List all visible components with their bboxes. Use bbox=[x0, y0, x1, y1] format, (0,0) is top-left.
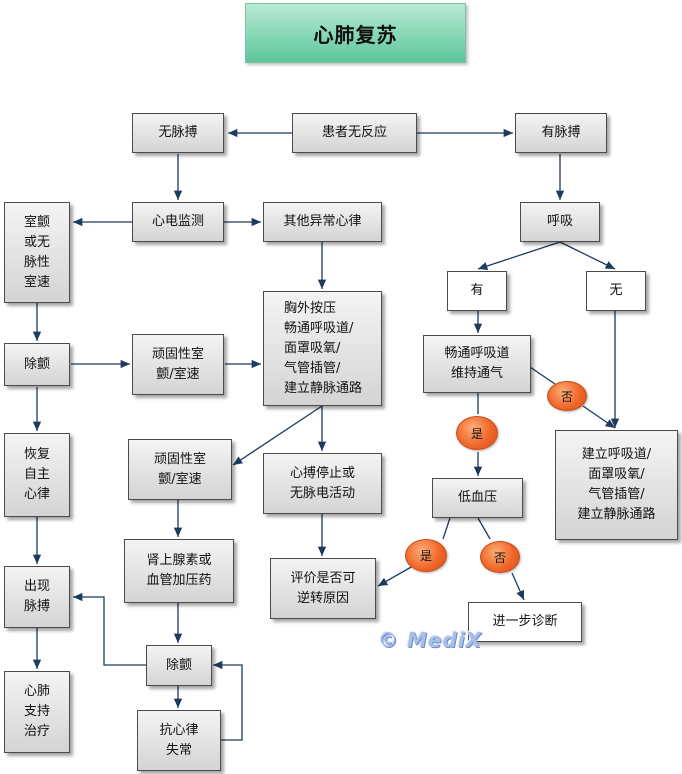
node-hypotension: 低血压 bbox=[432, 478, 523, 518]
node-breathing-no: 无 bbox=[586, 271, 646, 311]
node-cpr-bundle: 胸外按压 畅通呼吸道/ 面罩吸氧/ 气管插管/ 建立静脉通路 bbox=[263, 291, 382, 406]
edge-defib2-to-pulse bbox=[73, 592, 146, 666]
node-other-arrhythmia: 其他异常心律 bbox=[263, 202, 382, 242]
decision-hypotension-yes: 是 bbox=[405, 539, 447, 572]
edge-cpr-to-refractory2 bbox=[232, 405, 323, 466]
node-no-pulse: 无脉搏 bbox=[132, 113, 224, 153]
node-cardiopulmonary-support: 心肺 支持 治疗 bbox=[4, 671, 70, 753]
node-breathing-yes: 有 bbox=[447, 271, 507, 311]
node-rosc: 恢复 自主 心律 bbox=[4, 433, 70, 517]
edge-breathing-to-yes bbox=[477, 241, 561, 271]
node-defibrillation-1: 除颤 bbox=[4, 343, 70, 386]
node-asystole-pea: 心搏停止或 无脉电活动 bbox=[263, 453, 382, 514]
node-breathing: 呼吸 bbox=[520, 202, 600, 242]
decision-airway-yes: 是 bbox=[456, 416, 498, 450]
node-vf-pulseless-vt: 室颤 或无 脉性 室速 bbox=[4, 202, 70, 303]
node-refractory-vf-1: 顽固性室 颤/室速 bbox=[132, 334, 224, 395]
watermark: © MediX bbox=[378, 628, 483, 652]
edge-breathing-to-no bbox=[559, 241, 616, 270]
node-ecg-monitoring: 心电监测 bbox=[132, 202, 224, 242]
edge-hypotension-to-yes-decision bbox=[442, 517, 451, 540]
node-has-pulse: 有脉搏 bbox=[515, 113, 607, 153]
node-further-diagnosis: 进一步诊断 bbox=[468, 602, 582, 642]
node-reversible-causes: 评价是否可 逆转原因 bbox=[270, 558, 376, 619]
node-open-airway: 畅通呼吸道 维持通气 bbox=[423, 335, 531, 393]
node-defibrillation-2: 除颤 bbox=[146, 645, 212, 686]
node-pulse-returns: 出现 脉搏 bbox=[4, 566, 70, 628]
edge-yes-decision-to-reversible bbox=[377, 565, 414, 587]
decision-hypotension-no: 否 bbox=[480, 541, 520, 573]
node-vasopressors: 肾上腺素或 血管加压药 bbox=[124, 539, 234, 603]
node-antiarrhythmic: 抗心律 失常 bbox=[137, 710, 221, 771]
edge-antiarrhythmic-loop-to-defib2 bbox=[213, 660, 243, 741]
node-refractory-vf-2: 顽固性室 颤/室速 bbox=[128, 439, 232, 500]
page-title: 心肺复苏 bbox=[245, 3, 466, 63]
node-no-response: 患者无反应 bbox=[292, 113, 417, 153]
edge-no-decision-to-furtherdx bbox=[511, 572, 525, 601]
decision-airway-no: 否 bbox=[547, 381, 587, 411]
edge-hypotension-to-no-decision bbox=[477, 517, 491, 540]
node-advanced-airway: 建立呼吸道/ 面罩吸氧/ 气管插管/ 建立静脉通路 bbox=[555, 430, 678, 540]
edge-no-decision-to-advairway bbox=[582, 405, 616, 429]
edge-airway-to-no-decision bbox=[529, 366, 556, 385]
